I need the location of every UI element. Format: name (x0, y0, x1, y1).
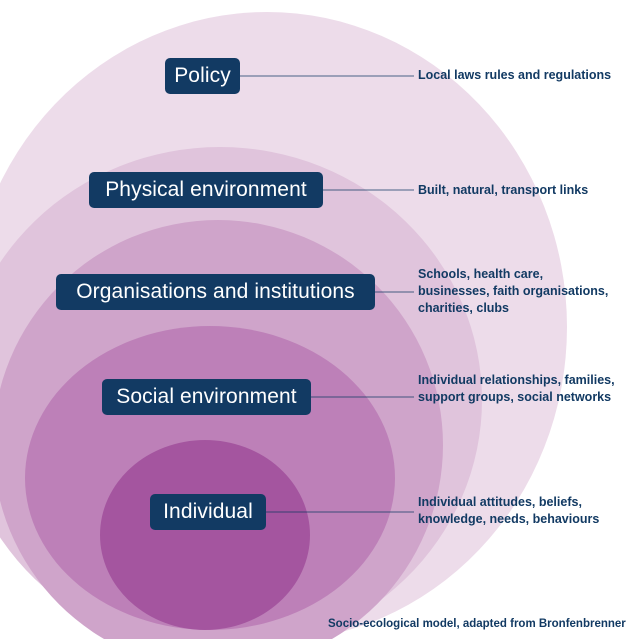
layer-label-individual: Individual (150, 494, 266, 530)
layer-label-policy: Policy (165, 58, 240, 94)
ring-individual (100, 440, 310, 630)
layer-description-physical-environment: Built, natural, transport links (418, 183, 589, 197)
diagram-caption: Socio-ecological model, adapted from Bro… (328, 618, 626, 630)
layer-description-organisations-institutions: Schools, health care, businesses, faith … (418, 267, 609, 315)
layer-description-social-environment: Individual relationships, families, supp… (418, 373, 615, 404)
layer-label-organisations-institutions: Organisations and institutions (56, 274, 375, 310)
layer-label-physical-environment: Physical environment (89, 172, 323, 208)
layer-description-individual: Individual attitudes, beliefs, knowledge… (418, 495, 600, 526)
layer-description-policy: Local laws rules and regulations (418, 68, 612, 82)
layer-label-social-environment: Social environment (102, 379, 311, 415)
